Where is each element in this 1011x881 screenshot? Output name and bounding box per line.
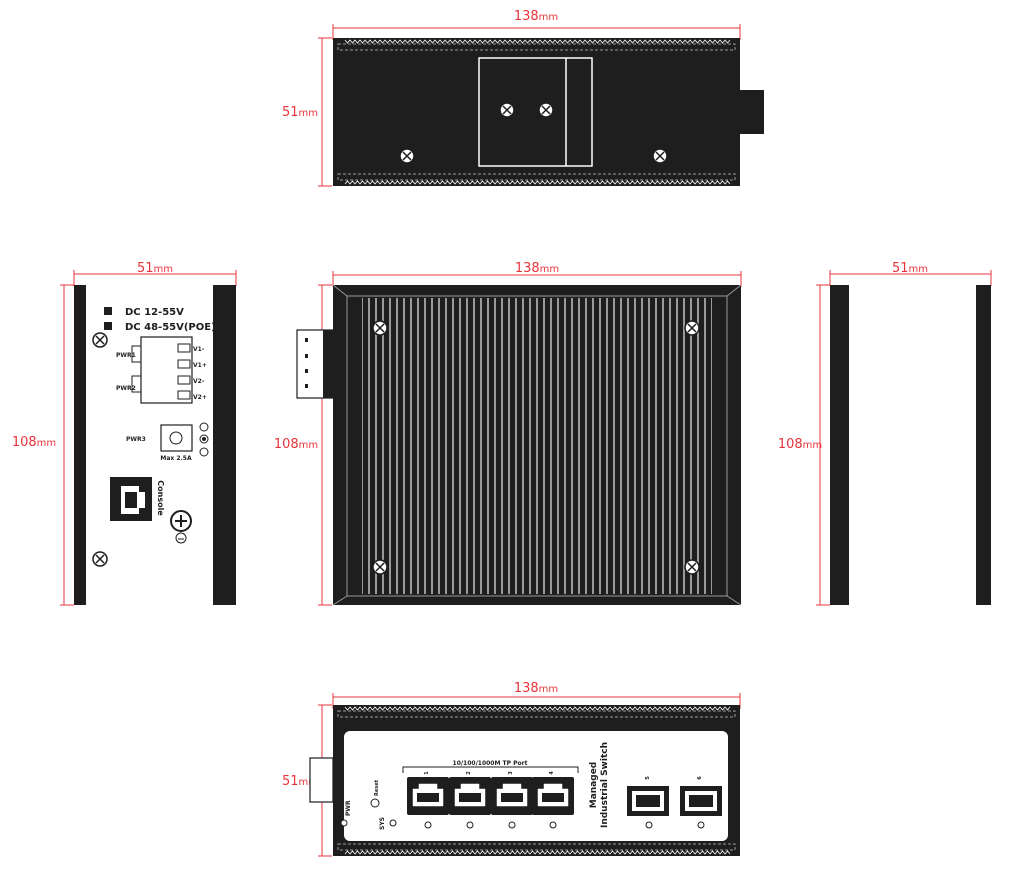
- pwr1-label: PWR1: [116, 352, 136, 359]
- power-side-view: 51mm 108mm DC 12-55V DC 48-55V(POE) V1- …: [12, 261, 237, 606]
- heatsink-fins: [362, 298, 712, 594]
- port-number: 5: [645, 776, 651, 780]
- svg-text:V2-: V2-: [193, 378, 205, 385]
- power-side-width-dimension: 51mm: [137, 261, 173, 276]
- dc-indicator-2: [104, 322, 112, 330]
- rj45-port-1[interactable]: [406, 776, 450, 816]
- port-led: [549, 821, 557, 829]
- sys-led-label: SYS: [379, 817, 386, 830]
- blank-side-panel: [849, 285, 976, 605]
- port-led: [645, 821, 653, 829]
- ground-icon: [175, 532, 187, 544]
- reset-button[interactable]: [370, 798, 380, 808]
- port-side-clip: [309, 757, 334, 803]
- case-serrations: [344, 39, 731, 855]
- heatsink-view: 138mm 108mm: [274, 261, 742, 606]
- serration-edge: [344, 39, 731, 44]
- rj45-port-3[interactable]: [490, 776, 534, 816]
- power-side-height-dimension: 108mm: [12, 435, 56, 450]
- pwr-led-label: PWR: [345, 800, 352, 816]
- dc-indicator-1: [104, 307, 112, 315]
- managed-label: Managed: [589, 762, 599, 809]
- serration-edge: [344, 706, 731, 711]
- port-led: [508, 821, 516, 829]
- industrial-switch-label: Industrial Switch: [600, 742, 610, 828]
- port-number: 1: [424, 771, 430, 775]
- dc-label-1: DC 12-55V: [125, 307, 184, 318]
- tp-port-label: 10/100/1000M TP Port: [453, 760, 528, 767]
- port-led: [424, 821, 432, 829]
- max-current-label: Max 2.5A: [160, 455, 192, 462]
- sfp-port-6[interactable]: [680, 786, 722, 816]
- blank-side-view: 51mm 108mm: [778, 261, 992, 606]
- port-number: 3: [508, 771, 514, 775]
- port-led: [697, 821, 705, 829]
- din-rail-bracket: [478, 57, 593, 167]
- serration-edge: [344, 180, 731, 185]
- rj45-port-2[interactable]: [448, 776, 492, 816]
- port-panel-height-dimension: 51mm: [282, 774, 318, 789]
- serration-edge: [344, 850, 731, 855]
- pwr-led: [340, 819, 348, 827]
- port-number: 2: [466, 771, 472, 775]
- blank-side-height-dimension: 108mm: [778, 437, 822, 452]
- top-height-dimension: 51mm: [282, 105, 318, 120]
- port-number: 4: [549, 771, 555, 775]
- top-view: 138mm 51mm: [282, 9, 764, 187]
- svg-text:V1+: V1+: [193, 362, 207, 369]
- console-label: Console: [156, 480, 165, 516]
- heatsink-width-dimension: 138mm: [515, 261, 559, 276]
- reset-label: Reset: [374, 779, 380, 796]
- pwr2-label: PWR2: [116, 385, 136, 392]
- port-panel-width-dimension: 138mm: [514, 681, 558, 696]
- port-number: 6: [697, 776, 703, 780]
- rj45-port-4[interactable]: [531, 776, 575, 816]
- dc-label-2: DC 48-55V(POE): [125, 322, 216, 333]
- sfp-port-5[interactable]: [627, 786, 669, 816]
- port-panel-view: 138mm 51mm PWR SYS Reset 10/100/1000M TP…: [282, 681, 741, 857]
- sys-led: [389, 819, 397, 827]
- pwr3-label: PWR3: [126, 436, 146, 443]
- port-led: [466, 821, 474, 829]
- blank-side-width-dimension: 51mm: [892, 261, 928, 276]
- top-width-dimension: 138mm: [514, 9, 558, 24]
- svg-text:V2+: V2+: [193, 394, 207, 401]
- din-clip: [740, 90, 764, 134]
- heatsink-height-dimension: 108mm: [274, 437, 318, 452]
- svg-text:V1-: V1-: [193, 346, 205, 353]
